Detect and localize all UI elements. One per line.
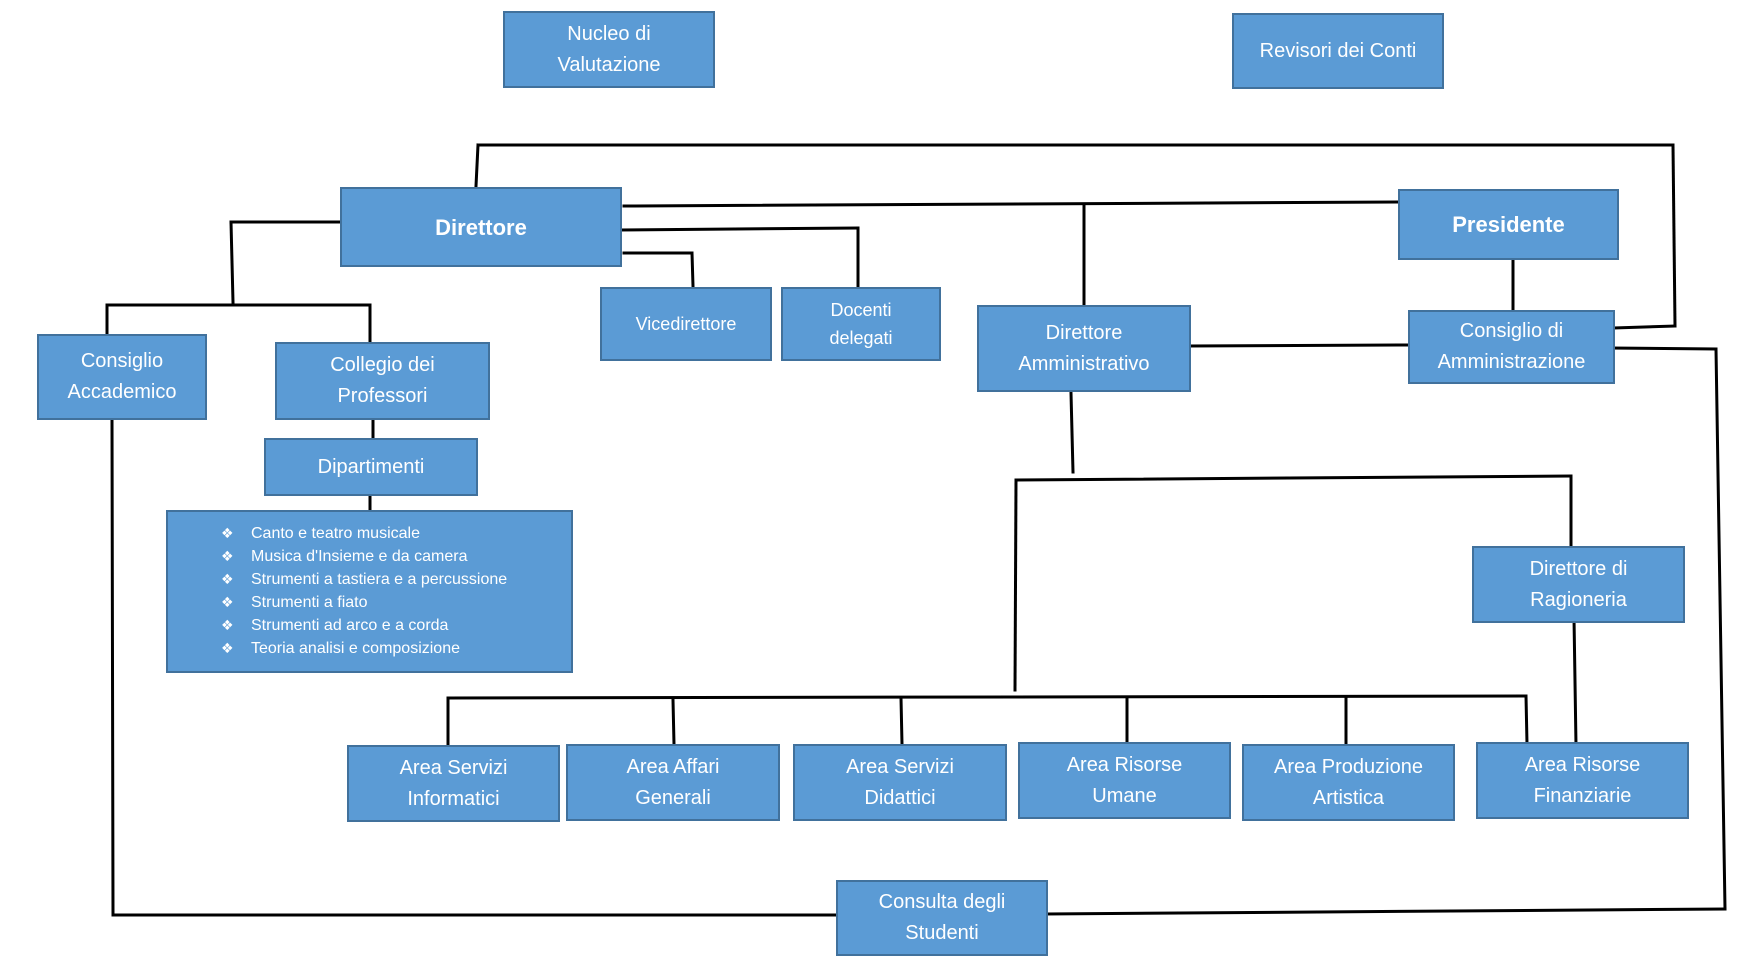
- connector: [1671, 143, 1677, 328]
- department-name: Strumenti ad arco e a corda: [251, 617, 449, 634]
- departments-list-box: ❖ Canto e teatro musicale ❖ Musica d'Insie…: [166, 510, 573, 673]
- box-label: Dipartimenti: [317, 455, 425, 478]
- collegio-dei-professori-box: Collegio dei Professori: [275, 342, 490, 420]
- connector: [1069, 391, 1075, 474]
- direttore-box: Direttore: [340, 187, 622, 267]
- box-label: Consiglio Accademico: [67, 350, 177, 403]
- connector: [474, 143, 480, 188]
- box-label: Nucleo di Valutazione: [557, 22, 661, 76]
- connector: [1044, 907, 1727, 916]
- box-label: Area Risorse Umane: [1066, 753, 1183, 807]
- diamond-bullet-icon: ❖: [221, 571, 234, 587]
- connector: [622, 200, 1400, 208]
- department-name: Strumenti a fiato: [251, 594, 368, 611]
- area-affari-generali-box: Area Affari Generali: [566, 744, 780, 821]
- connector: [618, 226, 860, 232]
- connector: [1572, 616, 1578, 747]
- area-risorse-finanziarie-box: Area Risorse Finanziarie: [1476, 742, 1689, 819]
- connector: [1014, 474, 1573, 482]
- box-label: Area Affari Generali: [626, 755, 720, 809]
- list-item: ❖ Canto e teatro musicale: [221, 522, 507, 545]
- connector: [1524, 694, 1529, 746]
- connector: [1186, 343, 1410, 348]
- docenti-delegati-box: Docenti delegati: [781, 287, 941, 361]
- area-produzione-artistica-box: Area Produzione Artistica: [1242, 744, 1455, 821]
- box-label: Docenti delegati: [829, 300, 893, 348]
- box-label: Area Risorse Finanziarie: [1524, 753, 1641, 807]
- box-label: Area Servizi Didattici: [846, 755, 954, 809]
- box-label: Vicedirettore: [635, 314, 737, 334]
- department-name: Teoria analisi e composizione: [251, 640, 460, 657]
- connector: [690, 251, 695, 288]
- box-label: Direttore di Ragioneria: [1529, 557, 1628, 611]
- box-label: Presidente: [1452, 212, 1565, 237]
- nucleo-di-valutazione-box: Nucleo di Valutazione: [503, 11, 715, 88]
- connector: [229, 220, 235, 304]
- diamond-bullet-icon: ❖: [221, 640, 234, 656]
- connector: [671, 698, 676, 746]
- connector: [446, 694, 1528, 700]
- diamond-bullet-icon: ❖: [221, 548, 234, 564]
- department-name: Canto e teatro musicale: [251, 525, 420, 542]
- box-label: Direttore Amministrativo: [1018, 321, 1150, 375]
- consiglio-di-amministrazione-box: Consiglio di Amministrazione: [1408, 310, 1615, 384]
- direttore-amministrativo-box: Direttore Amministrativo: [977, 305, 1191, 392]
- box-label: Area Servizi Informatici: [399, 756, 508, 810]
- connector: [110, 418, 115, 917]
- area-servizi-informatici-box: Area Servizi Informatici: [347, 745, 560, 822]
- diamond-bullet-icon: ❖: [221, 525, 234, 541]
- department-name: Musica d'Insieme e da camera: [251, 548, 468, 565]
- diamond-bullet-icon: ❖: [221, 617, 234, 633]
- connector: [1608, 346, 1718, 351]
- department-name: Strumenti a tastiera e a percussione: [251, 571, 508, 588]
- list-item: ❖ Strumenti ad arco e a corda: [221, 614, 507, 637]
- list-item: ❖ Strumenti a fiato: [221, 591, 507, 614]
- list-item: ❖ Teoria analisi e composizione: [221, 637, 507, 660]
- connector: [1613, 324, 1677, 330]
- departments-list: ❖ Canto e teatro musicale ❖ Musica d'Insie…: [221, 522, 507, 660]
- area-risorse-umane-box: Area Risorse Umane: [1018, 742, 1231, 819]
- list-item: ❖ Strumenti a tastiera e a percussione: [221, 568, 507, 591]
- area-servizi-didattici-box: Area Servizi Didattici: [793, 744, 1007, 821]
- box-label: Collegio dei Professori: [330, 354, 435, 407]
- presidente-box: Presidente: [1398, 189, 1619, 260]
- box-label: Direttore: [435, 214, 527, 240]
- connector: [1714, 347, 1727, 911]
- connector: [899, 696, 904, 746]
- diamond-bullet-icon: ❖: [221, 594, 234, 610]
- consiglio-accademico-box: Consiglio Accademico: [37, 334, 207, 420]
- revisori-dei-conti-box: Revisori dei Conti: [1232, 13, 1444, 89]
- box-label: Consiglio di Amministrazione: [1437, 320, 1586, 373]
- consulta-degli-studenti-box: Consulta degli Studenti: [836, 880, 1048, 956]
- vicedirettore-box: Vicedirettore: [600, 287, 772, 361]
- box-label: Area Produzione Artistica: [1274, 755, 1423, 809]
- box-label: Consulta degli Studenti: [878, 891, 1006, 944]
- box-label: Revisori dei Conti: [1259, 39, 1417, 62]
- connector: [1013, 478, 1018, 692]
- list-item: ❖ Musica d'Insieme e da camera: [221, 545, 507, 568]
- direttore-di-ragioneria-box: Direttore di Ragioneria: [1472, 546, 1685, 623]
- dipartimenti-box: Dipartimenti: [264, 438, 478, 496]
